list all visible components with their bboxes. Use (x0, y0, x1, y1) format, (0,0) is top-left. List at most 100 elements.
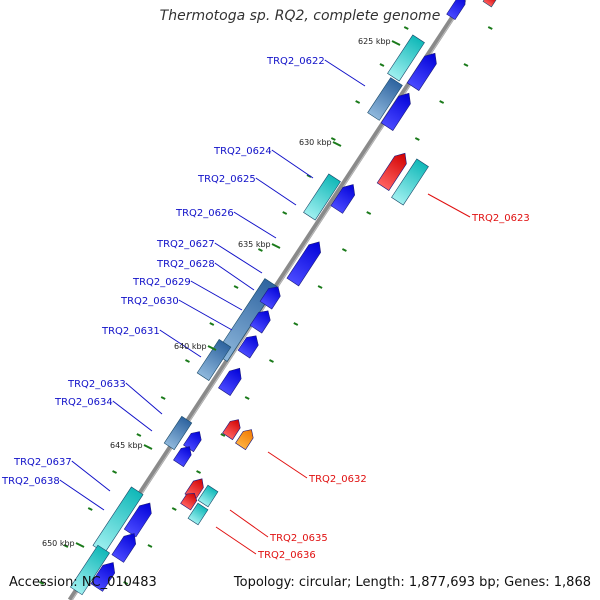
ruler-label: 630 kbp (299, 138, 332, 147)
gene-label[interactable]: TRQ2_0622 (266, 56, 325, 67)
tick-mark (147, 544, 153, 548)
tick-mark (487, 26, 493, 30)
ruler-tick (75, 542, 85, 548)
tick-mark (63, 544, 69, 548)
tick-mark (439, 100, 445, 104)
tick-mark (123, 581, 129, 585)
leader-line (324, 59, 366, 87)
gene-label[interactable]: TRQ2_0625 (197, 174, 256, 185)
tick-mark (269, 359, 274, 363)
leader-line (214, 242, 263, 274)
gene-label[interactable]: TRQ2_0636 (257, 550, 316, 561)
gene-label[interactable]: TRQ2_0628 (156, 259, 215, 270)
leader-line (190, 280, 243, 311)
leader-line (427, 193, 471, 218)
gene-block[interactable] (259, 283, 284, 310)
gene-label[interactable]: TRQ2_0623 (471, 213, 530, 224)
leader-line (255, 177, 297, 206)
gene-block[interactable] (173, 443, 194, 468)
gene-block-reverse[interactable] (187, 502, 209, 526)
ruler-label: 625 kbp (358, 37, 391, 46)
gene-label[interactable]: TRQ2_0629 (132, 277, 191, 288)
tick-mark (355, 100, 361, 104)
gene-block-reverse[interactable] (197, 484, 219, 508)
leader-line (215, 526, 257, 555)
gene-features (70, 0, 498, 596)
gene-block-reverse[interactable] (180, 490, 200, 511)
gene-block[interactable] (249, 307, 274, 334)
ruler-label: 635 kbp (238, 240, 271, 249)
gene-label[interactable]: TRQ2_0630 (120, 296, 179, 307)
position-ruler: 625 kbp 630 kbp 635 kbp 640 kbp 645 kbp 650 k… (42, 37, 401, 548)
gene-label[interactable]: TRQ2_0633 (67, 379, 126, 390)
gene-block[interactable] (163, 415, 193, 451)
gene-block[interactable] (70, 544, 110, 596)
tick-mark (185, 359, 190, 363)
tick-mark (282, 211, 288, 215)
tick-mark (171, 507, 177, 511)
leader-line (125, 382, 163, 415)
gene-block-reverse[interactable] (482, 0, 498, 8)
ruler-tick (271, 243, 281, 249)
leader-line (159, 329, 202, 358)
gene-block[interactable] (387, 34, 425, 82)
tick-mark (209, 322, 215, 326)
gene-block-reverse[interactable] (391, 158, 429, 206)
gene-block[interactable] (111, 530, 140, 563)
gene-label[interactable]: TRQ2_0634 (54, 397, 113, 408)
tick-mark (330, 137, 336, 141)
tick-mark (293, 322, 299, 326)
gene-label[interactable]: TRQ2_0627 (156, 239, 215, 250)
gene-label[interactable]: TRQ2_0624 (213, 146, 272, 157)
gene-block[interactable] (406, 49, 441, 91)
gene-label[interactable]: TRQ2_0632 (308, 474, 367, 485)
gene-block-reverse[interactable] (222, 416, 243, 441)
leader-line (71, 460, 111, 492)
gene-block[interactable] (90, 559, 119, 592)
tick-mark (341, 248, 347, 252)
tick-mark (244, 396, 250, 400)
label-leader-lines (59, 59, 471, 555)
gene-block[interactable] (286, 238, 325, 287)
gene-label[interactable]: TRQ2_0631 (101, 326, 160, 337)
gene-block-reverse[interactable] (376, 149, 411, 191)
gene-block[interactable] (367, 77, 403, 121)
leader-line (267, 451, 308, 479)
tick-mark (463, 63, 469, 67)
leader-line (214, 262, 255, 291)
gene-block[interactable] (196, 339, 232, 381)
gene-block[interactable] (446, 0, 470, 21)
tick-mark (414, 137, 420, 141)
tick-mark (317, 285, 323, 289)
ruler-label: 650 kbp (42, 539, 75, 548)
ruler-label: 640 kbp (174, 342, 207, 351)
gene-block[interactable] (330, 181, 359, 214)
gene-block[interactable] (183, 428, 204, 453)
gene-label[interactable]: TRQ2_0638 (1, 476, 60, 487)
ruler-tick (332, 141, 342, 147)
gene-label[interactable]: TRQ2_0637 (13, 457, 72, 468)
gene-block[interactable] (218, 364, 245, 396)
genome-title: Thermotoga sp. RQ2, complete genome (159, 8, 441, 24)
tick-mark (403, 26, 409, 30)
gene-label[interactable]: TRQ2_0635 (269, 533, 328, 544)
tick-mark (196, 470, 202, 474)
gene-block[interactable] (380, 89, 415, 131)
gene-label[interactable]: TRQ2_0626 (175, 208, 234, 219)
gene-block[interactable] (303, 173, 341, 221)
tick-mark (220, 433, 226, 437)
tick-mark (39, 581, 45, 585)
topology-text: Topology: circular; Length: 1,877,693 bp… (233, 575, 591, 590)
leader-line (112, 400, 153, 432)
ruler-tick (391, 40, 401, 46)
gene-block[interactable] (237, 332, 262, 359)
ruler-label: 645 kbp (110, 441, 143, 450)
tick-mark (87, 507, 93, 511)
gene-block-reverse[interactable] (235, 426, 256, 451)
ruler-tick (207, 345, 217, 351)
tick-mark (257, 248, 263, 252)
tick-mark (233, 285, 239, 289)
